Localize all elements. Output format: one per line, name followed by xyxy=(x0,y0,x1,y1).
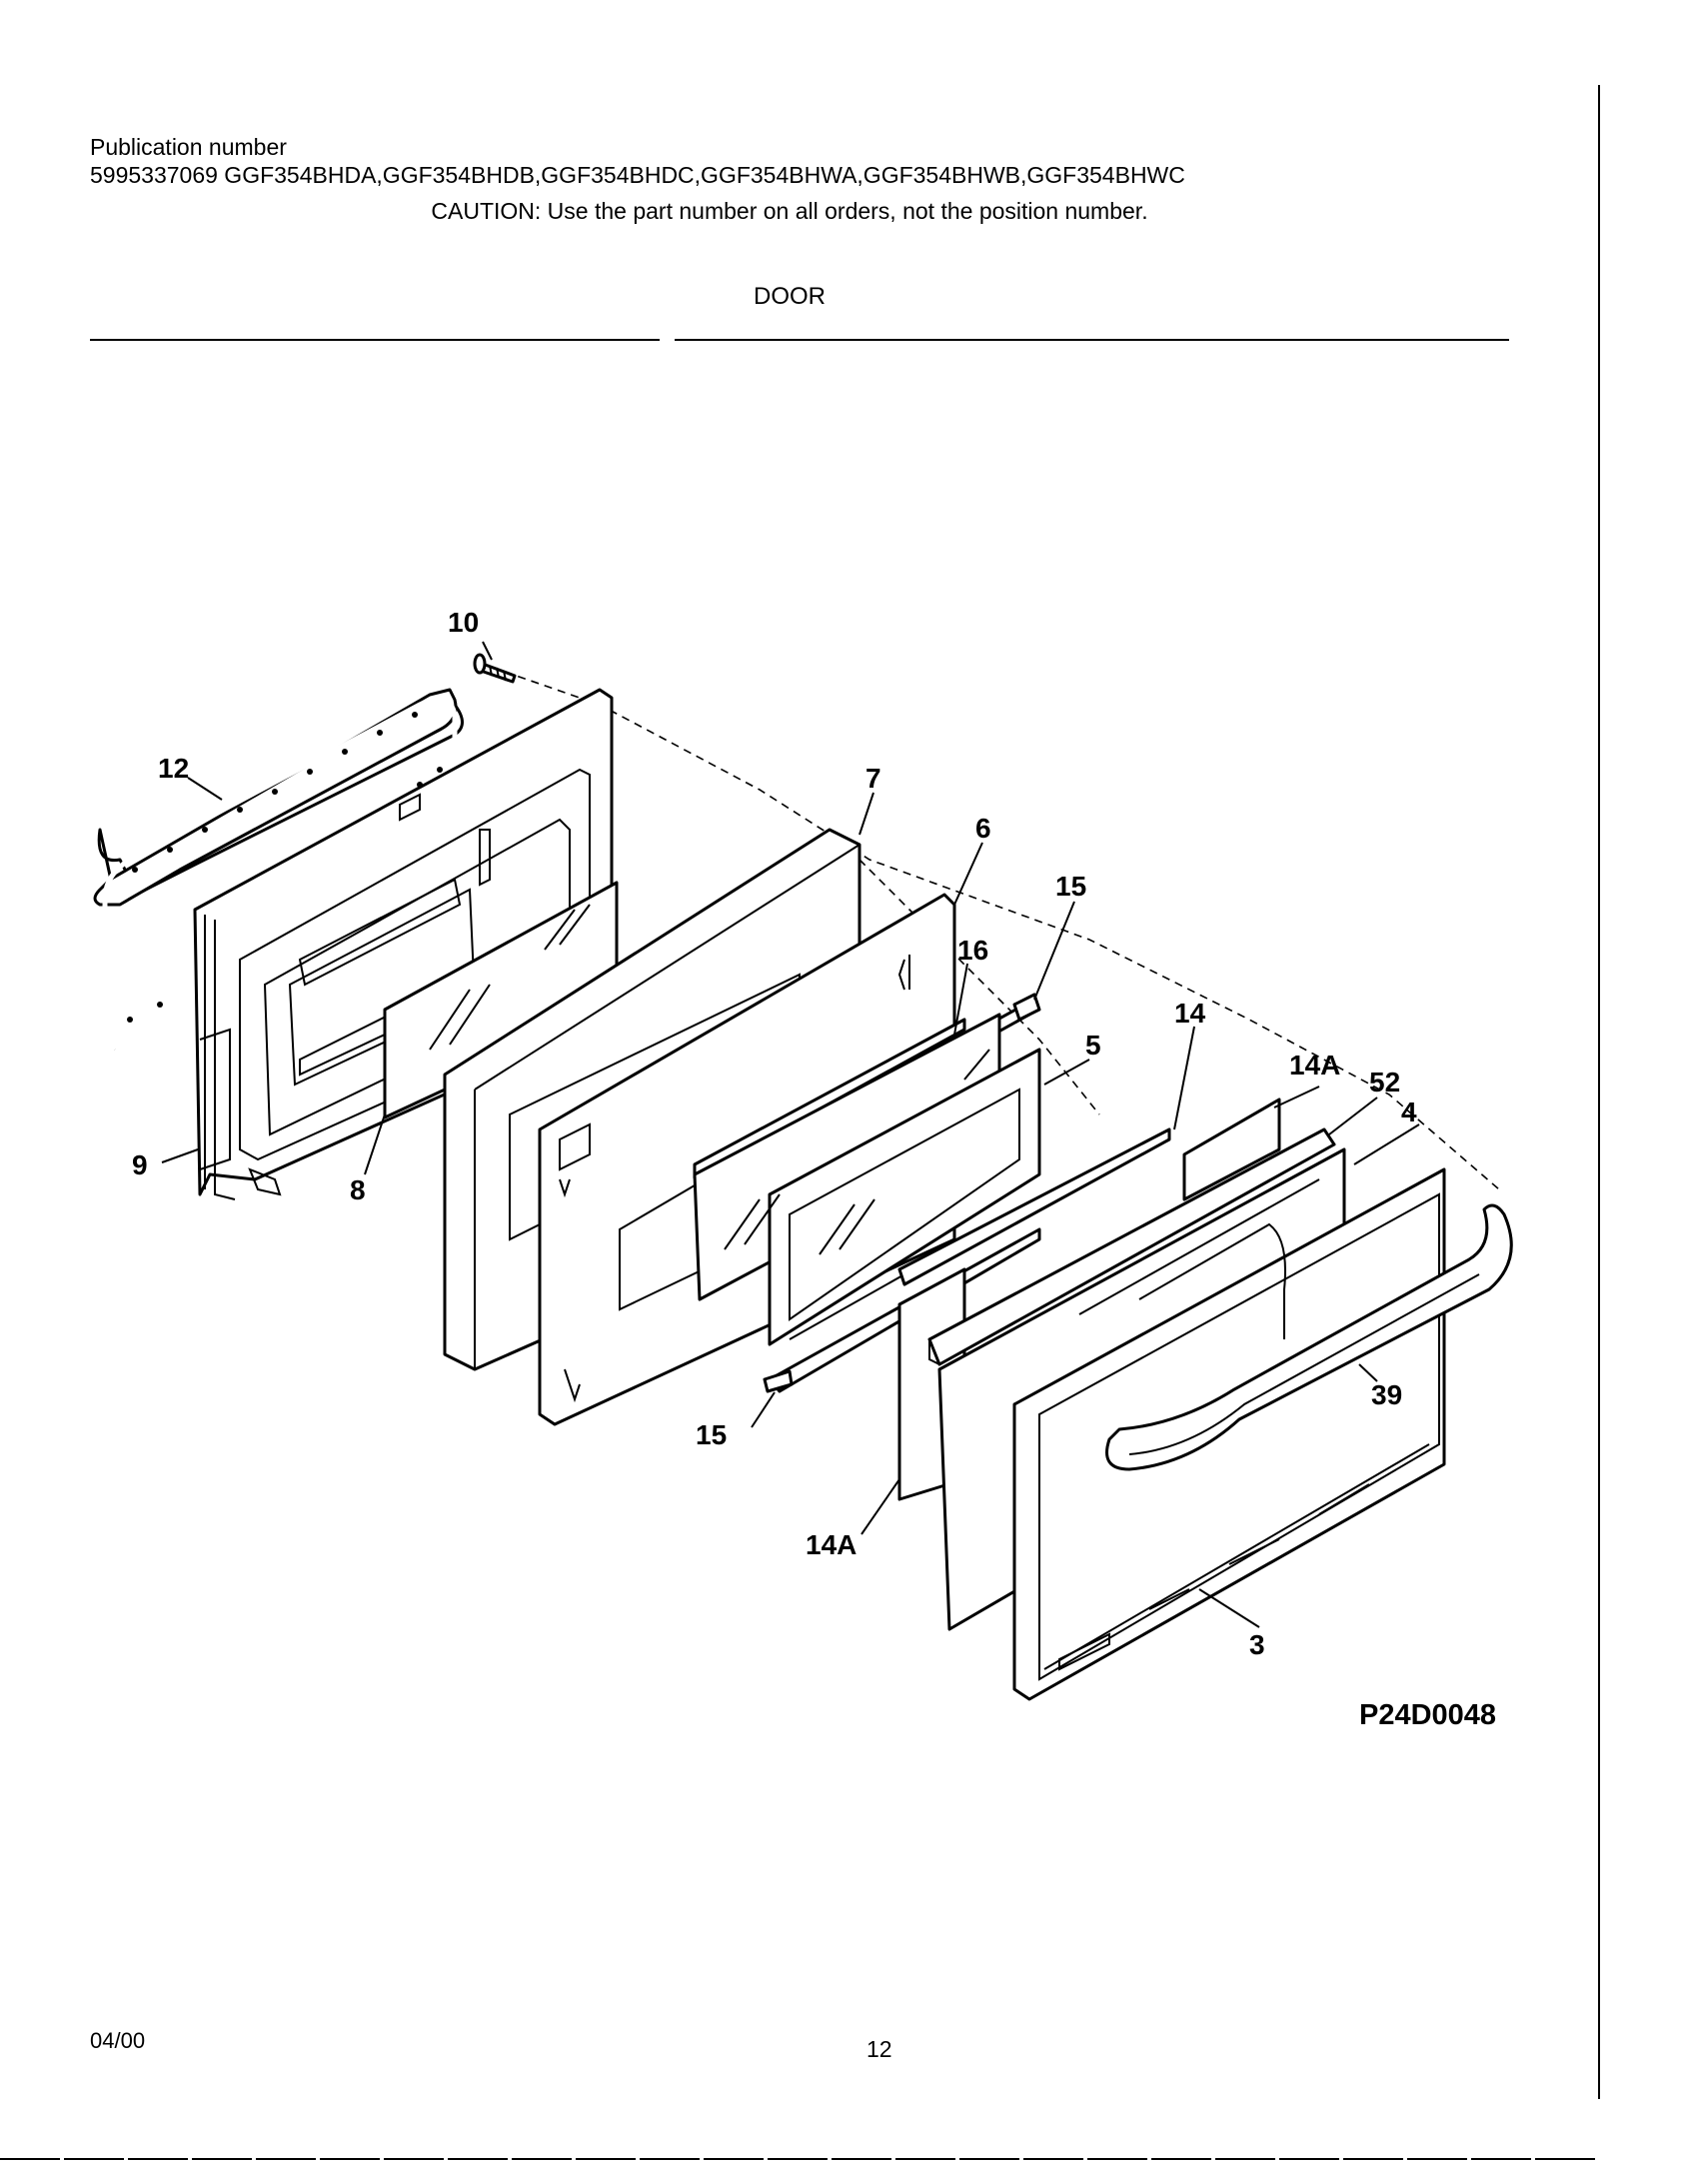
callout-14A-upper: 14A xyxy=(1289,1050,1340,1081)
part-3-outer-frame xyxy=(1012,1167,1446,1701)
callout-9: 9 xyxy=(132,1149,148,1180)
diagram-id: P24D0048 xyxy=(1359,1699,1497,1731)
callout-52: 52 xyxy=(1369,1067,1400,1097)
part-9-door-liner xyxy=(193,688,614,1200)
footer-page-number: 12 xyxy=(866,2036,892,2062)
publication-label: Publication number xyxy=(90,134,287,160)
callout-7: 7 xyxy=(865,763,881,794)
callout-8: 8 xyxy=(350,1174,366,1205)
part-12-door-gasket xyxy=(93,688,464,1052)
part-14-middle-glass xyxy=(897,1127,1171,1286)
assembly-axis-line xyxy=(504,671,1500,1190)
section-title: DOOR xyxy=(754,283,826,310)
part-10-screw xyxy=(473,653,517,684)
callout-5: 5 xyxy=(1085,1030,1101,1061)
callout-3: 3 xyxy=(1249,1629,1265,1660)
part-14A-insulation-upper xyxy=(1182,1097,1281,1201)
callout-15-upper: 15 xyxy=(1055,871,1086,902)
callout-14: 14 xyxy=(1174,998,1206,1029)
callout-labels: 10 12 9 8 7 6 16 15 5 14 14A 52 4 39 15 … xyxy=(132,607,1417,1660)
publication-models-line: 5995337069 GGF354BHDA,GGF354BHDB,GGF354B… xyxy=(90,162,1185,188)
callout-16: 16 xyxy=(957,935,988,966)
part-52-trim xyxy=(927,1127,1336,1366)
part-15-upper-bracket xyxy=(1012,993,1041,1022)
callout-12: 12 xyxy=(158,753,189,784)
leader-lines xyxy=(161,641,1420,1628)
callout-14A-lower: 14A xyxy=(806,1529,856,1560)
callout-39: 39 xyxy=(1371,1379,1402,1410)
part-15-lower-bracket xyxy=(763,1369,794,1393)
callout-4: 4 xyxy=(1401,1096,1417,1127)
footer-date: 04/00 xyxy=(90,2028,146,2053)
part-39-door-handle xyxy=(1105,1203,1513,1471)
callout-6: 6 xyxy=(975,813,991,844)
caution-text: CAUTION: Use the part number on all orde… xyxy=(431,198,1148,224)
callout-10: 10 xyxy=(448,607,479,638)
callout-15-lower: 15 xyxy=(696,1419,727,1450)
